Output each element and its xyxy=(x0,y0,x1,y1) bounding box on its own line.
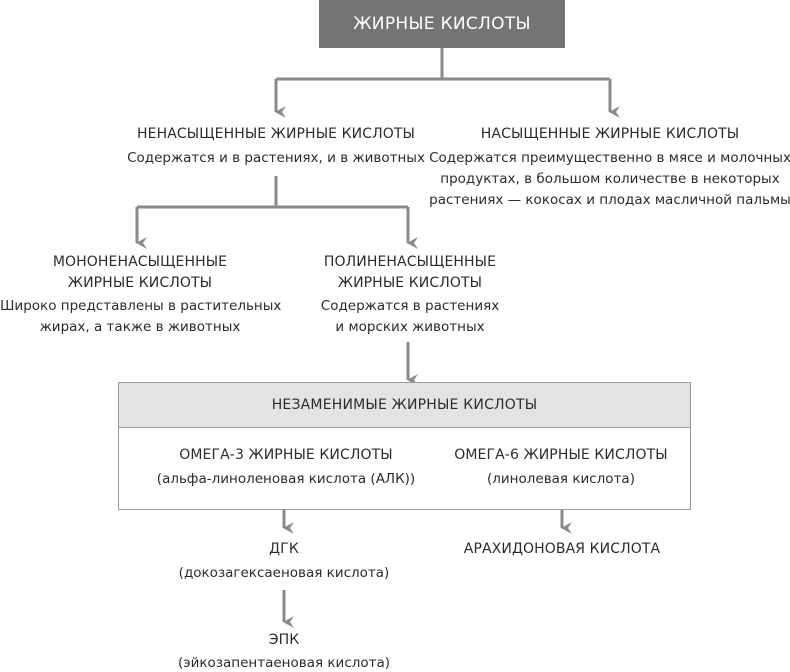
unsaturated-title: НЕНАСЫЩЕННЫЕ ЖИРНЫЕ КИСЛОТЫ xyxy=(137,126,415,142)
poly-desc-line-2: и морских животных xyxy=(335,319,485,335)
dhk-title: ДГК xyxy=(269,541,299,557)
saturated-title: НАСЫЩЕННЫЕ ЖИРНЫЕ КИСЛОТЫ xyxy=(480,126,740,142)
omega3-sub: (альфа-линоленовая кислота (АЛК)) xyxy=(156,471,416,487)
unsaturated-desc: Содержатся и в растениях, и в животных xyxy=(127,150,425,166)
mono-title-line-1: МОНОНЕНАСЫЩЕННЫЕ xyxy=(52,254,228,270)
mono-desc-line-1: Широко представлены в растительных xyxy=(0,298,282,314)
mono-title-line-2: ЖИРНЫЕ КИСЛОТЫ xyxy=(67,275,213,291)
dhk-sub: (докозагексаеновая кислота) xyxy=(178,565,390,581)
root-label: ЖИРНЫЕ КИСЛОТЫ xyxy=(353,14,531,34)
essential-header: НЕЗАМЕНИМЫЕ ЖИРНЫЕ КИСЛОТЫ xyxy=(118,382,691,428)
saturated-desc-line-1: Содержатся преимущественно в мясе и моло… xyxy=(429,150,790,166)
arachidonic-title: АРАХИДОНОВАЯ КИСЛОТА xyxy=(463,541,661,557)
omega6-sub: (линолевая кислота) xyxy=(487,471,635,487)
poly-desc-line-1: Содержатся в растениях xyxy=(320,298,500,314)
omega3-title: ОМЕГА-3 ЖИРНЫЕ КИСЛОТЫ xyxy=(179,447,393,463)
epk-sub: (эйкозапентаеновая кислота) xyxy=(177,655,391,671)
omega6-title: ОМЕГА-6 ЖИРНЫЕ КИСЛОТЫ xyxy=(454,447,668,463)
poly-title-line-1: ПОЛИНЕНАСЫЩЕННЫЕ xyxy=(323,254,497,270)
mono-desc-line-2: жирах, а также в животных xyxy=(39,319,241,335)
root-node: ЖИРНЫЕ КИСЛОТЫ xyxy=(319,0,565,48)
essential-title: НЕЗАМЕНИМЫЕ ЖИРНЫЕ КИСЛОТЫ xyxy=(271,397,538,413)
saturated-desc-line-2: продуктах, в большом количестве в некото… xyxy=(440,171,780,187)
epk-title: ЭПК xyxy=(268,632,300,648)
poly-title-line-2: ЖИРНЫЕ КИСЛОТЫ xyxy=(337,275,483,291)
saturated-desc-line-3: растениях — кокосах и плодах масличной п… xyxy=(429,192,790,208)
